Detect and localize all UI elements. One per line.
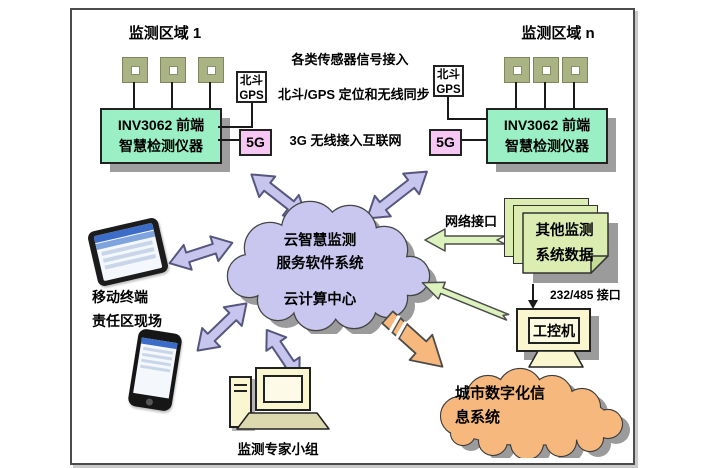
cloud-label-line3: 云计算中心 <box>283 292 357 308</box>
orange-arrow-city <box>381 310 444 368</box>
double-arrow-tablet-cloud <box>168 235 234 271</box>
g5-box-arean: 5G <box>429 129 462 156</box>
sensor-dot <box>169 66 178 75</box>
cloud-label-line1: 云智慧监测 <box>283 233 357 249</box>
beidou-gps-box: 北斗 GPS <box>236 71 267 103</box>
sensor-icon <box>198 57 224 83</box>
gps-connector <box>218 126 252 128</box>
tower-slot <box>234 384 247 386</box>
cloud-label-line2: 服务软件系统 <box>276 256 364 272</box>
sensor-wire <box>573 82 575 108</box>
device-box-arean: INV3062 前端 智慧检测仪器 <box>486 108 608 164</box>
device-label-line1: INV3062 前端 <box>503 117 591 133</box>
ipc-label-box: 工控机 <box>528 317 580 344</box>
gps-label-line2: GPS <box>239 90 264 102</box>
g5-connector <box>458 139 486 141</box>
area1-title: 监测区域 1 <box>128 25 202 42</box>
device-box-area1: INV3062 前端 智慧检测仪器 <box>100 108 222 164</box>
sensor-icon <box>160 57 186 83</box>
phone-row <box>140 364 171 373</box>
serial-arrow-head <box>528 300 538 309</box>
gps-label-line2: GPS <box>436 84 461 96</box>
gps-label-line1: 北斗 <box>240 75 263 87</box>
gps-label-line1: 北斗 <box>437 69 460 81</box>
computer-keyboard <box>236 412 330 430</box>
gps-connector <box>251 103 253 128</box>
label-network-interface: 网络接口 <box>444 214 497 229</box>
mobile-label-line1: 移动终端 <box>92 289 148 305</box>
sensor-wire <box>544 82 546 108</box>
tower-slot <box>234 390 247 392</box>
gps-connector <box>447 118 486 120</box>
label-sensor-access: 各类传感器信号接入 <box>291 52 409 67</box>
sensor-dot <box>131 66 140 75</box>
sensor-icon <box>504 57 530 83</box>
ipc-stand <box>528 350 584 368</box>
sensor-dot <box>207 66 216 75</box>
label-gps-sync: 北斗/GPS 定位和无线同步 <box>278 87 430 102</box>
phone-home-button <box>145 398 154 407</box>
g5-box-area1: 5G <box>239 129 272 156</box>
double-arrow-phone-cloud <box>196 302 248 352</box>
city-cloud-label: 城市数字化信 息系统 <box>455 382 605 430</box>
sensor-wire <box>209 82 211 108</box>
sensor-icon <box>533 57 559 83</box>
computer-screen <box>263 375 303 403</box>
other-systems-line1: 其他监测 <box>535 223 594 239</box>
sensor-dot <box>513 66 522 75</box>
expert-group-label: 监测专家小组 <box>237 442 319 457</box>
gps-connector <box>447 97 449 120</box>
double-arrow-arean-cloud <box>366 170 428 220</box>
tablet-screen <box>93 222 163 282</box>
device-label-line2: 智慧检测仪器 <box>505 138 589 154</box>
sensor-wire <box>515 82 517 108</box>
sensor-wire <box>133 82 135 108</box>
city-cloud-line1: 城市数字化信 <box>455 385 546 402</box>
sensor-icon <box>122 57 148 83</box>
sensor-icon <box>562 57 588 83</box>
arean-title: 监测区域 n <box>521 25 595 42</box>
sensor-wire <box>171 82 173 108</box>
beidou-gps-box: 北斗 GPS <box>433 65 464 97</box>
device-label-line2: 智慧检测仪器 <box>119 138 203 154</box>
sensor-dot <box>571 66 580 75</box>
label-wireless-internet: 3G 无线接入互联网 <box>289 133 402 148</box>
sensor-dot <box>542 66 551 75</box>
green-arrow-network <box>424 228 506 252</box>
other-systems-label: 其他监测 系统数据 <box>523 219 606 269</box>
paper-sheet-front <box>522 212 609 274</box>
green-arrow-ipc-cloud <box>421 281 510 321</box>
city-cloud-line2: 息系统 <box>455 409 501 426</box>
mobile-label-line2: 责任区现场 <box>92 313 162 329</box>
phone-screen <box>133 337 178 399</box>
g5-connector <box>218 139 240 141</box>
other-systems-line2: 系统数据 <box>535 248 594 264</box>
serial-arrow-line <box>532 284 534 301</box>
label-serial-interface: 232/485 接口 <box>550 288 621 302</box>
device-label-line1: INV3062 前端 <box>117 117 205 133</box>
